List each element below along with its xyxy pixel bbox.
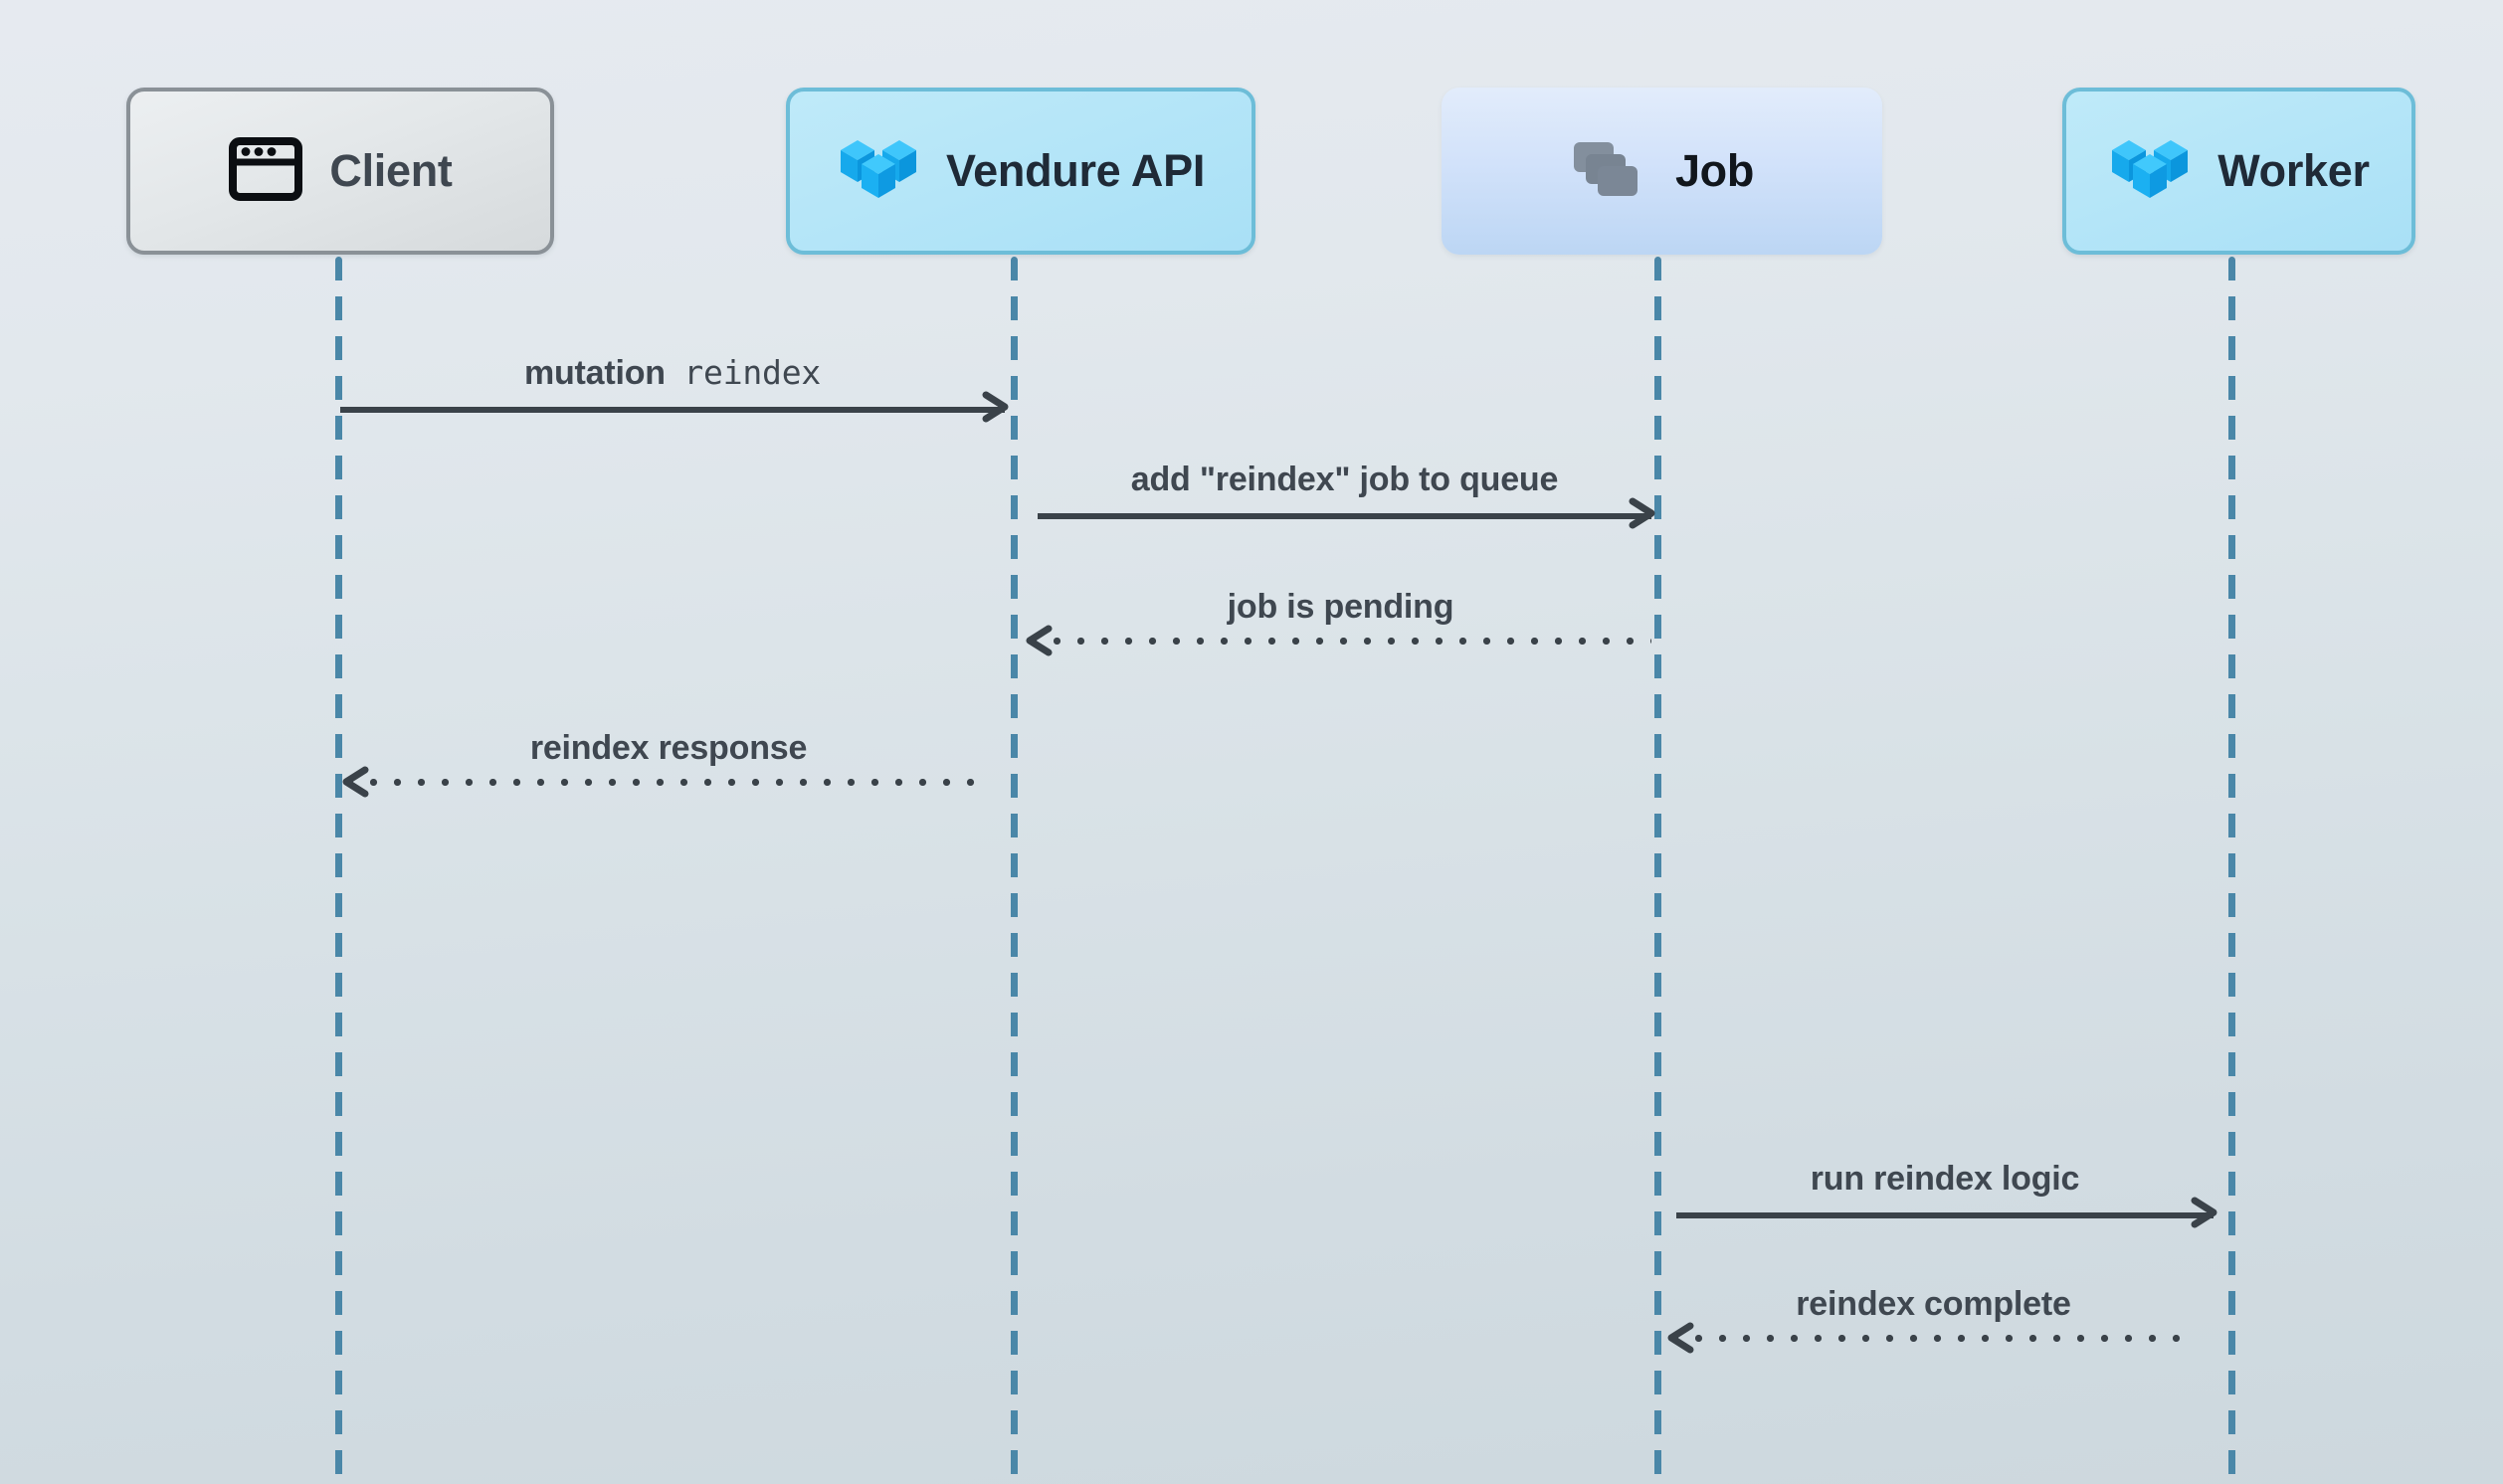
participant-label-job: Job	[1674, 145, 1755, 196]
arrowhead-left-icon	[340, 765, 374, 799]
message-label: mutation reindex	[340, 353, 1005, 393]
message-label-text: mutation	[523, 354, 666, 392]
message-label: reindex complete	[1796, 1285, 2071, 1323]
message-label: run reindex logic	[1810, 1160, 2080, 1198]
message-label: reindex response	[529, 729, 808, 767]
stacked-cards-icon	[1570, 136, 1649, 207]
message-label: job is pending	[1227, 588, 1454, 626]
participant-job[interactable]: Job	[1442, 88, 1882, 255]
participant-label-vendure-api: Vendure API	[945, 145, 1206, 196]
message-label: add "reindex" job to queue	[1130, 461, 1559, 498]
participant-label-worker: Worker	[2217, 145, 2370, 196]
participant-label-client: Client	[329, 145, 453, 196]
message-line	[1030, 638, 1651, 645]
arrowhead-left-icon	[1024, 624, 1058, 657]
arrowhead-right-icon	[1624, 496, 1657, 530]
message-label-code: reindex	[683, 353, 822, 392]
vendure-cubes-icon	[2108, 134, 2192, 209]
message-line	[346, 779, 991, 786]
message-line	[1038, 513, 1651, 519]
message-line	[340, 407, 1005, 413]
message-line	[1671, 1335, 2196, 1342]
lifeline-vendure-api	[1011, 257, 1018, 1484]
arrowhead-right-icon	[977, 390, 1011, 424]
participant-vendure-api[interactable]: Vendure API	[786, 88, 1255, 255]
lifeline-client	[335, 257, 342, 1484]
arrowhead-left-icon	[1665, 1321, 1699, 1355]
message-line	[1676, 1212, 2214, 1218]
browser-window-icon	[228, 136, 303, 207]
participant-worker[interactable]: Worker	[2062, 88, 2415, 255]
participant-client[interactable]: Client	[126, 88, 554, 255]
lifeline-job	[1654, 257, 1661, 1484]
vendure-cubes-icon	[837, 134, 920, 209]
arrowhead-right-icon	[2186, 1196, 2219, 1229]
lifeline-worker	[2228, 257, 2235, 1484]
